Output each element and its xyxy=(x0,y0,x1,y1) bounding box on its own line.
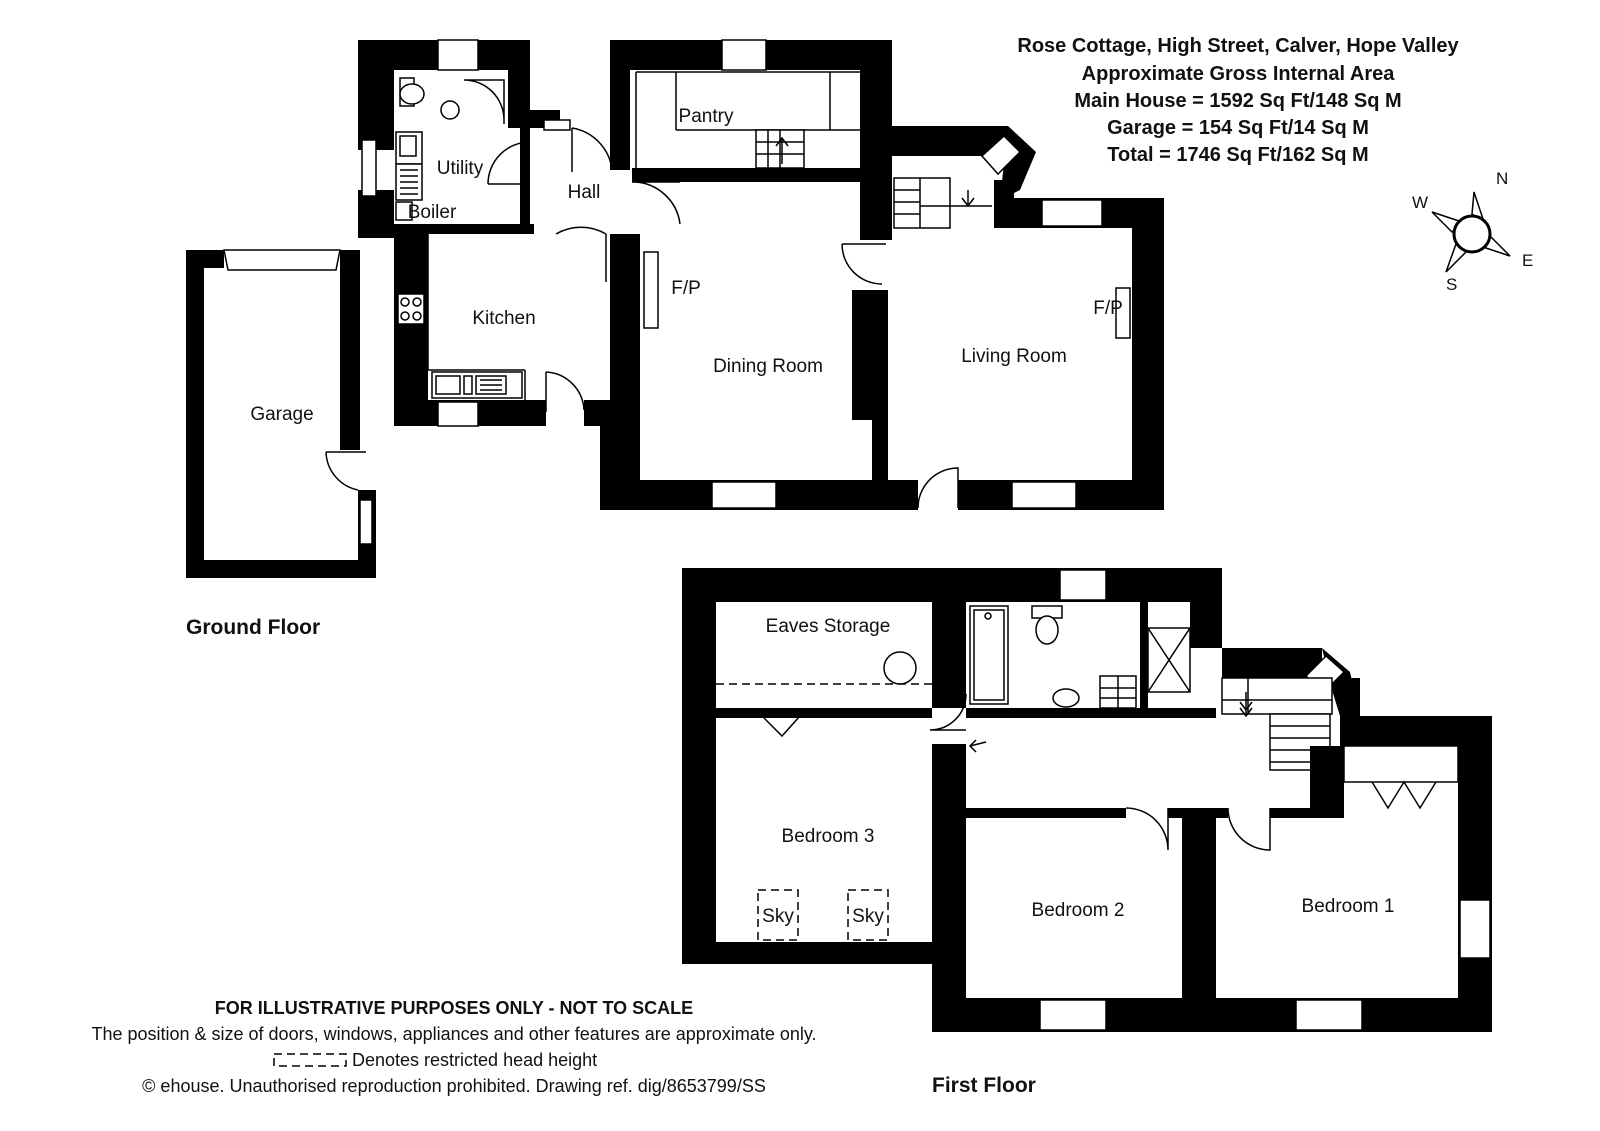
compass-s: S xyxy=(1446,275,1457,294)
restricted-height-text: Denotes restricted head height xyxy=(352,1050,597,1070)
garage-area: Garage = 154 Sq Ft/14 Sq M xyxy=(1107,117,1369,139)
restricted-height-key-icon xyxy=(273,1053,347,1067)
skylight-label-1: Sky xyxy=(762,906,794,927)
room-label-bedroom-2: Bedroom 2 xyxy=(1032,900,1125,921)
disclaimer: FOR ILLUSTRATIVE PURPOSES ONLY - NOT TO … xyxy=(91,998,816,1096)
room-label-hall: Hall xyxy=(568,182,601,203)
compass-icon: N E S W xyxy=(1412,169,1533,294)
first-floor-plan xyxy=(682,568,1492,1032)
room-label-pantry: Pantry xyxy=(679,106,734,127)
room-label-bedroom-3: Bedroom 3 xyxy=(782,826,875,847)
ground-floor-plan xyxy=(186,39,1164,578)
disclaimer-text: The position & size of doors, windows, a… xyxy=(91,1024,816,1044)
property-title: Rose Cottage, High Street, Calver, Hope … xyxy=(1017,35,1459,57)
room-label-boiler: Boiler xyxy=(408,202,457,223)
skylight-label-2: Sky xyxy=(852,906,884,927)
copyright-text: © ehouse. Unauthorised reproduction proh… xyxy=(142,1076,766,1096)
room-label-kitchen: Kitchen xyxy=(472,308,535,329)
disclaimer-heading: FOR ILLUSTRATIVE PURPOSES ONLY - NOT TO … xyxy=(215,998,693,1018)
total-area: Total = 1746 Sq Ft/162 Sq M xyxy=(1107,144,1368,166)
room-label-utility: Utility xyxy=(437,158,484,179)
room-label-eaves: Eaves Storage xyxy=(766,616,891,637)
room-label-garage: Garage xyxy=(250,404,313,425)
fireplace-label-living: F/P xyxy=(1093,298,1123,319)
compass-n: N xyxy=(1496,169,1508,188)
first-floor-label: First Floor xyxy=(932,1074,1036,1097)
compass-e: E xyxy=(1522,251,1533,270)
main-house-area: Main House = 1592 Sq Ft/148 Sq M xyxy=(1074,90,1401,112)
room-label-living: Living Room xyxy=(961,346,1067,367)
room-labels: Pantry Utility Boiler Hall Kitchen Garag… xyxy=(250,106,1394,927)
fireplace-label-dining: F/P xyxy=(671,278,701,299)
area-heading: Approximate Gross Internal Area xyxy=(1082,63,1396,85)
title-block: Rose Cottage, High Street, Calver, Hope … xyxy=(1017,35,1459,166)
compass-w: W xyxy=(1412,193,1428,212)
room-label-dining: Dining Room xyxy=(713,356,823,377)
ground-floor-label: Ground Floor xyxy=(186,616,320,639)
room-label-bedroom-1: Bedroom 1 xyxy=(1302,896,1395,917)
